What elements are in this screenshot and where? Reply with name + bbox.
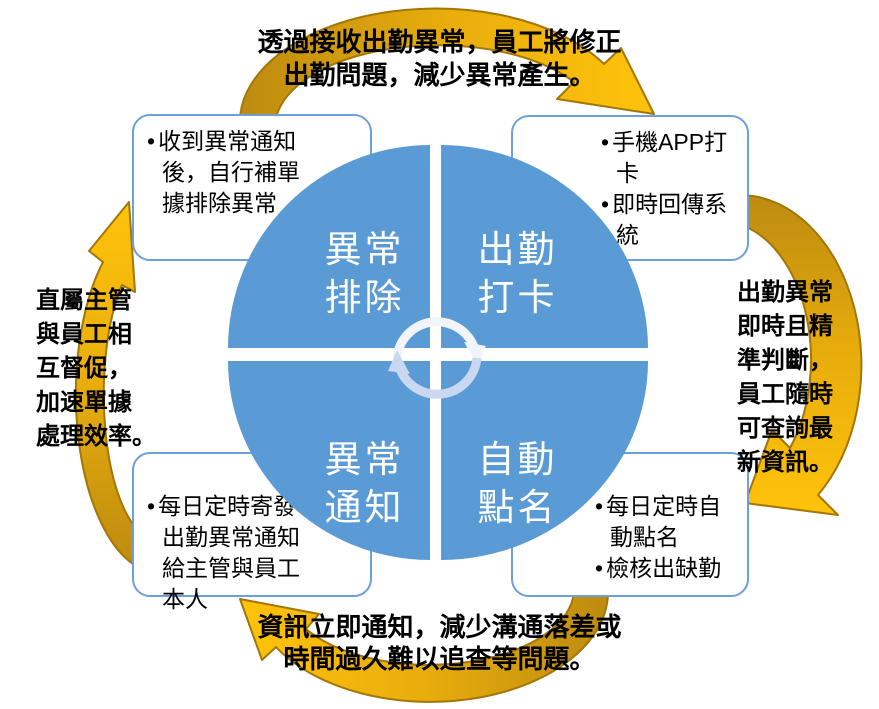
note-line: 準判斷， <box>737 347 833 374</box>
quadrant-label-line: 出勤 <box>477 229 558 270</box>
note-line: 出勤問題，減少異常產生。 <box>283 60 596 90</box>
cycle-arc-bottom <box>395 357 482 399</box>
note-line: 新資訊。 <box>737 449 833 476</box>
quadrant-label-bottom-right: 自動 點名 <box>475 436 558 532</box>
curved-arrow-top-icon <box>238 7 655 147</box>
bullet-item: 每日定時寄發出勤異常通知給主管與員工本人 <box>147 491 309 615</box>
bullet-item: 收到異常通知後，自行補單據排除異常 <box>147 126 309 219</box>
cycle-arc-top-arrowhead <box>464 342 486 365</box>
quadrant-label-top-left: 異常 排除 <box>322 226 405 322</box>
quadrant-label-line: 異常 <box>324 439 405 480</box>
quadrant-label-line: 自動 <box>477 439 558 480</box>
quadrant-label-line: 點名 <box>477 487 558 528</box>
quadrant-label-line: 打卡 <box>477 277 558 318</box>
note-line: 與員工相 <box>36 321 132 348</box>
note-top: 透過接收出勤異常，員工將修正 出勤問題，減少異常產生。 <box>0 26 879 92</box>
note-line: 即時且精 <box>737 313 833 340</box>
note-line: 出勤異常 <box>737 279 833 306</box>
quadrant-label-line: 排除 <box>324 277 405 318</box>
quadrant-label-top-right: 出勤 打卡 <box>475 226 558 322</box>
note-right: 出勤異常 即時且精 準判斷， 員工隨時 可查詢最 新資訊。 <box>737 276 833 480</box>
note-line: 互督促， <box>36 355 132 382</box>
cycle-arc-top <box>392 317 479 359</box>
note-line: 透過接收出勤異常，員工將修正 <box>257 27 622 57</box>
note-left: 直屬主管 與員工相 互督促， 加速單據 處理效率。 <box>36 284 156 454</box>
note-line: 可查詢最 <box>737 415 833 442</box>
curved-arrow-bottom-icon <box>239 590 610 703</box>
quadrant-label-line: 通知 <box>324 487 405 528</box>
cycle-arc-bottom-arrowhead <box>388 350 410 374</box>
quadrant-label-bottom-left: 異常 通知 <box>322 436 405 532</box>
note-line: 資訊立即通知，減少溝通落差或 <box>257 612 622 642</box>
curved-arrow-right-icon <box>739 194 863 516</box>
bullet-item: 即時回傳系統 <box>601 189 745 251</box>
bullet-item: 每日定時自動點名 <box>595 491 741 553</box>
curved-arrow-left-icon <box>74 201 147 569</box>
note-line: 時間過久難以追查等問題。 <box>283 644 596 674</box>
note-line: 處理效率。 <box>36 423 156 450</box>
note-bottom: 資訊立即通知，減少溝通落差或 時間過久難以追查等問題。 <box>0 611 879 675</box>
note-line: 直屬主管 <box>36 287 132 314</box>
quadrant-label-line: 異常 <box>324 229 405 270</box>
note-line: 員工隨時 <box>737 381 833 408</box>
bullet-item: 手機APP打卡 <box>601 127 745 189</box>
bullet-item: 檢核出缺勤 <box>595 553 741 584</box>
note-line: 加速單據 <box>36 389 132 416</box>
